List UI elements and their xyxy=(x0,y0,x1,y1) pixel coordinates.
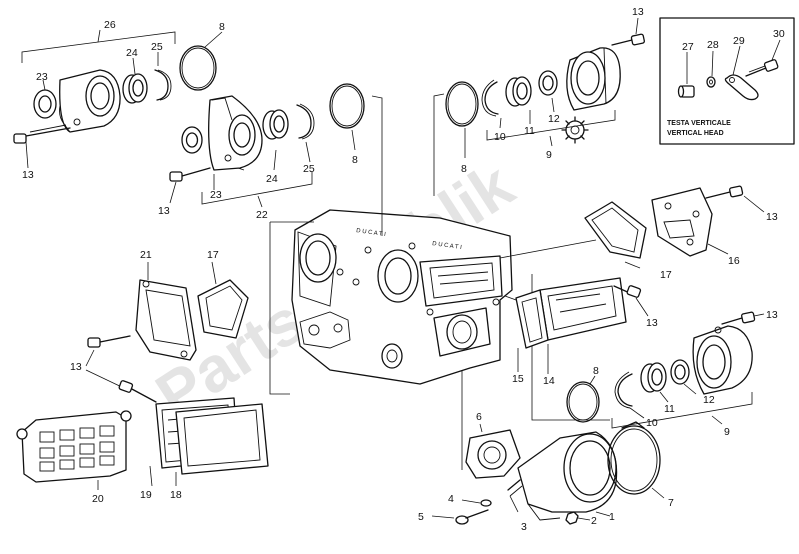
sleeve-part-27 xyxy=(677,85,695,98)
intake-manifold xyxy=(431,421,665,525)
callout-13-d: 13 xyxy=(766,211,778,223)
callout-12-upper: 12 xyxy=(548,113,560,125)
callout-26: 26 xyxy=(104,19,116,31)
callout-8-lower: 8 xyxy=(593,365,599,377)
nut-part-2 xyxy=(565,511,591,525)
inset-vertical-head: 27 28 29 30 TESTA VERTICALE VERTICAL HEA… xyxy=(659,17,795,145)
callout-13-g: 13 xyxy=(70,361,82,373)
callout-21: 21 xyxy=(140,249,152,261)
callout-23-middle: 23 xyxy=(210,189,222,201)
callout-29: 29 xyxy=(733,35,745,47)
callout-12-lower: 12 xyxy=(703,394,715,406)
callout-11-lower: 11 xyxy=(664,403,675,415)
bearing-group-middle xyxy=(169,95,315,208)
bearing-group-upper-right xyxy=(445,17,645,158)
callout-24-top: 24 xyxy=(126,47,138,59)
callout-13-f: 13 xyxy=(646,317,658,329)
callout-25-middle: 25 xyxy=(303,163,315,175)
callout-10-lower: 10 xyxy=(646,417,658,429)
callout-labels: 1 2 3 4 5 6 7 8 8 8 8 9 9 10 10 11 11 12… xyxy=(22,6,778,533)
callout-8-top: 8 xyxy=(219,21,225,33)
screw-part-30 xyxy=(745,59,779,77)
callout-1: 1 xyxy=(609,511,615,523)
inset-caption-it: TESTA VERTICALE xyxy=(667,120,731,127)
callout-23-top: 23 xyxy=(36,71,48,83)
washer-part-28 xyxy=(706,76,716,88)
svg-text:D U C A T I: D U C A T I xyxy=(432,241,463,251)
bearing-group-lower-right xyxy=(566,311,765,429)
o-ring-8-top xyxy=(179,31,223,91)
callout-30: 30 xyxy=(773,28,785,40)
callout-13-b: 13 xyxy=(22,169,34,181)
callout-5: 5 xyxy=(418,511,424,523)
callout-3: 3 xyxy=(521,521,527,533)
callout-13-a: 13 xyxy=(632,6,644,18)
svg-text:D U C A T I: D U C A T I xyxy=(356,228,387,238)
bearing-group-left xyxy=(13,29,176,169)
callout-2: 2 xyxy=(591,515,597,527)
callout-4: 4 xyxy=(448,493,454,505)
screw-part-5 xyxy=(431,509,489,525)
callout-24-middle: 24 xyxy=(266,173,278,185)
callout-28: 28 xyxy=(707,39,719,51)
callout-10-upper: 10 xyxy=(494,131,506,143)
reed-cover-right xyxy=(515,185,765,374)
callout-25-top: 25 xyxy=(151,41,163,53)
link-part-29 xyxy=(724,74,759,101)
callout-6: 6 xyxy=(476,411,482,423)
callout-7: 7 xyxy=(668,497,674,509)
stud-part-3 xyxy=(507,479,523,513)
callout-17-left: 17 xyxy=(207,249,219,261)
callout-27: 27 xyxy=(682,41,694,53)
callout-9-lower: 9 xyxy=(724,426,730,438)
callout-19: 19 xyxy=(140,489,152,501)
gear-icon xyxy=(561,116,589,144)
crankcase-body: D U C A T I D U C A T I xyxy=(269,93,610,470)
callout-13-e: 13 xyxy=(766,309,778,321)
callout-13-c: 13 xyxy=(158,205,170,217)
callout-15: 15 xyxy=(512,373,524,385)
callout-8-right: 8 xyxy=(461,163,467,175)
callout-20: 20 xyxy=(92,493,104,505)
callout-18: 18 xyxy=(170,489,182,501)
callout-8-middle: 8 xyxy=(352,154,358,166)
callout-14: 14 xyxy=(543,375,555,387)
o-ring-8-middle xyxy=(329,83,365,151)
washer-part-4 xyxy=(461,499,492,507)
callout-9-upper: 9 xyxy=(546,149,552,161)
callout-11-upper: 11 xyxy=(524,125,535,137)
inset-caption-en: VERTICAL HEAD xyxy=(667,130,724,137)
reed-cover-grid xyxy=(39,425,115,472)
callout-16: 16 xyxy=(728,255,740,267)
callout-17-right: 17 xyxy=(660,269,672,281)
callout-22: 22 xyxy=(256,209,268,221)
reed-cover-left xyxy=(16,261,269,490)
